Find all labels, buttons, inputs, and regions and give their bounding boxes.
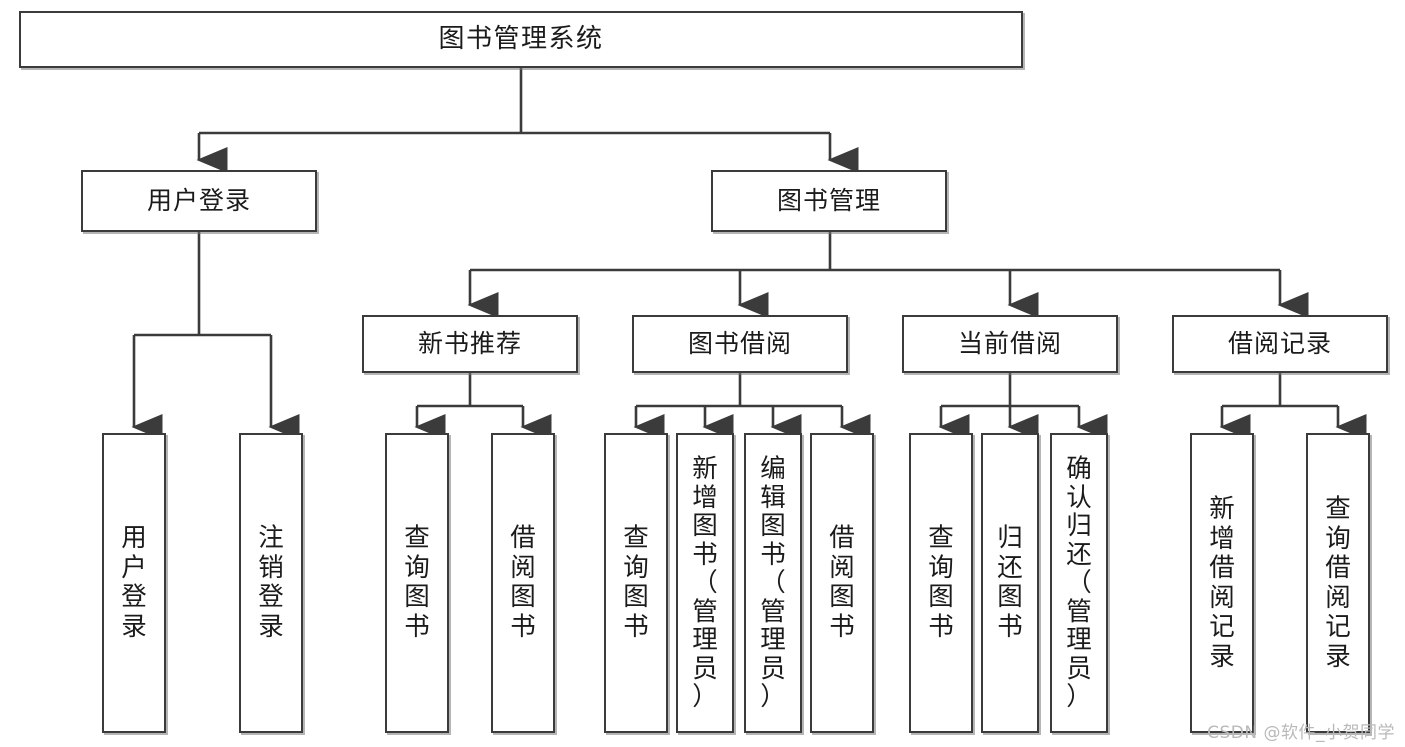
leaf-book-borrow-2[interactable]: 新 增 图 书 （ 管 理 员 ）	[676, 433, 734, 733]
node-book-borrow-label: 图书借阅	[687, 329, 792, 358]
leaf-book-borrow-1[interactable]: 查 询 图 书	[604, 433, 668, 733]
leaf-new-book-rec-1[interactable]: 查 询 图 书	[385, 433, 449, 733]
leaf-current-borrow-3[interactable]: 确 认 归 还 （ 管 理 员 ）	[1050, 433, 1108, 733]
node-new-book-rec-label: 新书推荐	[417, 329, 522, 358]
node-borrow-record[interactable]: 借阅记录	[1172, 315, 1388, 373]
leaf-current-borrow-2[interactable]: 归 还 图 书	[981, 433, 1039, 733]
node-user-login[interactable]: 用户登录	[81, 170, 317, 232]
node-book-borrow[interactable]: 图书借阅	[632, 315, 848, 373]
leaf-book-borrow-3-label: 编 辑 图 书 （ 管 理 员 ）	[760, 454, 786, 713]
leaf-current-borrow-3-label: 确 认 归 还 （ 管 理 员 ）	[1066, 454, 1092, 713]
node-current-borrow[interactable]: 当前借阅	[902, 315, 1118, 373]
leaf-new-book-rec-1-label: 查 询 图 书	[404, 523, 430, 642]
leaf-current-borrow-2-label: 归 还 图 书	[997, 523, 1023, 642]
leaf-current-borrow-1-label: 查 询 图 书	[928, 523, 954, 642]
leaf-book-borrow-1-label: 查 询 图 书	[623, 523, 649, 642]
leaf-book-borrow-2-label: 新 增 图 书 （ 管 理 员 ）	[692, 454, 718, 713]
leaf-book-borrow-3[interactable]: 编 辑 图 书 （ 管 理 员 ）	[744, 433, 802, 733]
leaf-borrow-record-2[interactable]: 查 询 借 阅 记 录	[1306, 433, 1370, 733]
leaf-new-book-rec-2[interactable]: 借 阅 图 书	[491, 433, 555, 733]
node-book-manage[interactable]: 图书管理	[711, 170, 947, 232]
leaf-new-book-rec-2-label: 借 阅 图 书	[510, 523, 536, 642]
leaf-user-login-1-label: 用 户 登 录	[121, 523, 147, 642]
node-book-manage-label: 图书管理	[776, 186, 881, 215]
node-root[interactable]: 图书管理系统	[19, 11, 1023, 68]
leaf-book-borrow-4-label: 借 阅 图 书	[829, 523, 855, 642]
leaf-borrow-record-1-label: 新 增 借 阅 记 录	[1209, 494, 1235, 672]
leaf-current-borrow-1[interactable]: 查 询 图 书	[909, 433, 973, 733]
node-root-label: 图书管理系统	[438, 23, 604, 54]
leaf-borrow-record-1[interactable]: 新 增 借 阅 记 录	[1190, 433, 1254, 733]
node-user-login-label: 用户登录	[146, 186, 251, 215]
leaf-borrow-record-2-label: 查 询 借 阅 记 录	[1325, 494, 1351, 672]
node-borrow-record-label: 借阅记录	[1227, 329, 1332, 358]
node-new-book-rec[interactable]: 新书推荐	[362, 315, 578, 373]
csdn-watermark: CSDN @软件_小贺同学	[1207, 723, 1395, 743]
leaf-user-login-1[interactable]: 用 户 登 录	[102, 433, 166, 733]
leaf-book-borrow-4[interactable]: 借 阅 图 书	[810, 433, 874, 733]
leaf-user-login-2-label: 注 销 登 录	[258, 523, 284, 642]
node-current-borrow-label: 当前借阅	[957, 329, 1062, 358]
leaf-user-login-2[interactable]: 注 销 登 录	[239, 433, 303, 733]
